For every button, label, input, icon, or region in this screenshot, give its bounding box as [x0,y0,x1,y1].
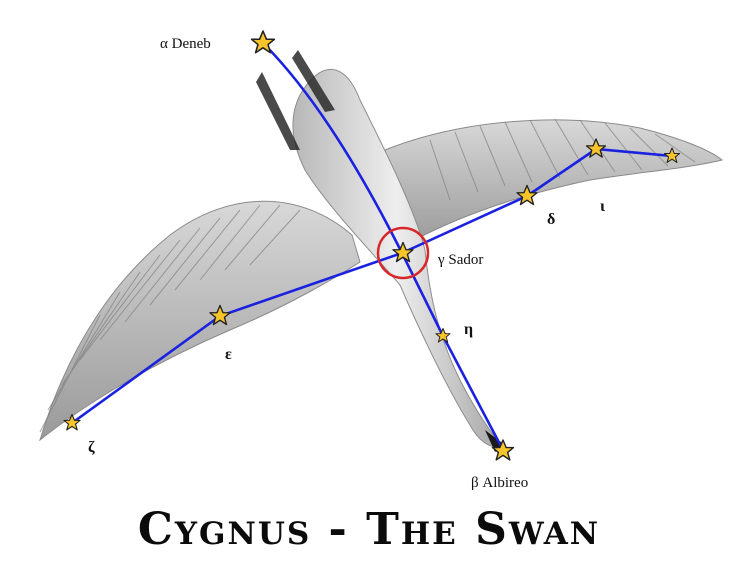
label-eta: η [464,321,474,338]
star-albireo-icon [491,439,515,461]
stars [63,30,681,461]
star-epsilon-icon [209,304,231,326]
label-epsilon: ε [225,346,232,363]
label-deneb: α Deneb [160,36,211,52]
label-delta: δ [547,211,556,228]
right-wing [384,118,724,246]
star-deneb-icon [250,30,276,54]
star-eta-icon [435,328,451,343]
star-iota-tip-icon [663,147,681,164]
label-albireo: β Albireo [471,475,529,491]
line-deneb-sador [261,41,404,255]
star-iota-upper-icon [585,138,607,158]
line-sador-iota [400,147,674,255]
line-sador-albireo [400,251,505,452]
star-zeta-icon [63,413,81,431]
star-delta-icon [516,184,538,206]
label-sador: γ Sador [438,252,484,268]
sador-highlight-ring [376,226,430,280]
label-zeta: ζ [88,439,95,456]
diagram-title: Cygnus - The Swan [137,504,601,555]
star-sador-icon [392,241,414,263]
left-wing [39,200,361,442]
label-iota: ι [600,198,605,215]
